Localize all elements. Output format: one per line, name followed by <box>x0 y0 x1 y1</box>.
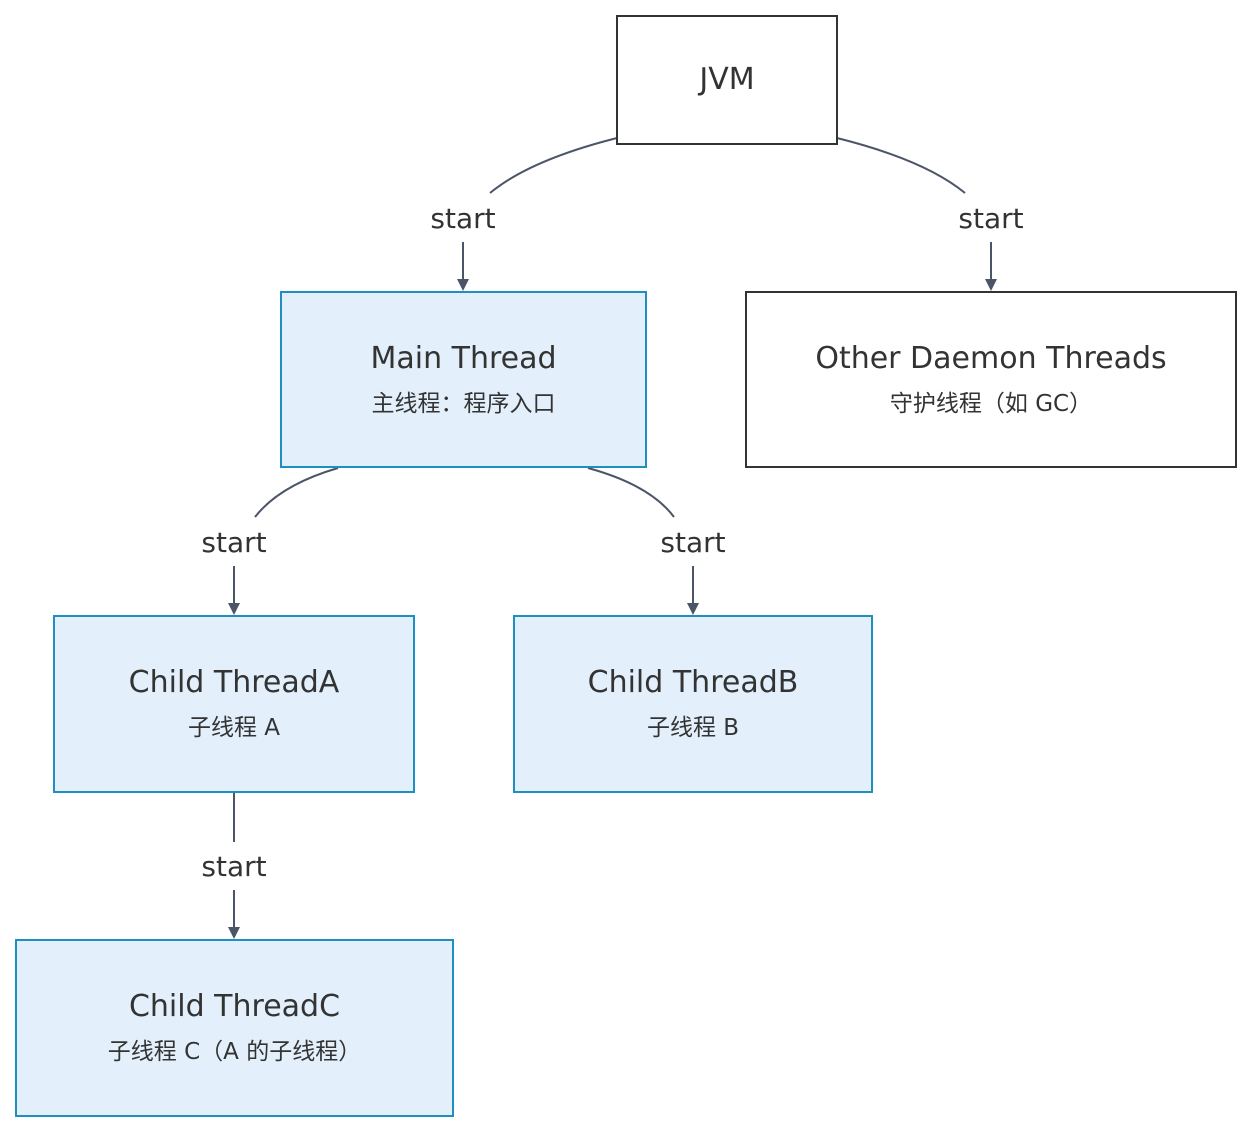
node-child-b-subtitle: 子线程 B <box>646 715 740 741</box>
edge-main-childa <box>254 467 339 518</box>
node-main-thread-subtitle: 主线程：程序入口 <box>371 390 556 417</box>
edge-label-childa-childc: start <box>197 850 271 884</box>
edge-label-main-childa: start <box>197 526 271 560</box>
edge-jvm-daemon <box>836 137 966 194</box>
node-main-thread: Main Thread 主线程：程序入口 <box>280 291 647 468</box>
edge-label-main-childb: start <box>656 526 730 560</box>
node-child-c-subtitle: 子线程 C（A 的子线程） <box>107 1039 362 1065</box>
node-other-daemon-threads: Other Daemon Threads 守护线程（如 GC） <box>745 291 1237 468</box>
node-child-thread-c: Child ThreadC 子线程 C（A 的子线程） <box>15 939 454 1117</box>
node-child-thread-a: Child ThreadA 子线程 A <box>53 615 415 793</box>
node-child-thread-b: Child ThreadB 子线程 B <box>513 615 873 793</box>
edge-jvm-main <box>489 137 618 194</box>
edge-label-jvm-main: start <box>426 202 500 236</box>
node-child-c-title: Child ThreadC <box>128 989 341 1024</box>
node-daemon-title: Other Daemon Threads <box>815 340 1167 376</box>
node-daemon-subtitle: 守护线程（如 GC） <box>889 390 1093 417</box>
node-jvm: JVM <box>616 15 838 145</box>
node-child-b-title: Child ThreadB <box>587 665 799 700</box>
node-child-a-title: Child ThreadA <box>128 665 340 700</box>
edge-label-jvm-daemon: start <box>954 202 1028 236</box>
node-child-a-subtitle: 子线程 A <box>187 715 281 741</box>
node-main-thread-title: Main Thread <box>370 340 557 376</box>
node-jvm-title: JVM <box>699 62 755 97</box>
edge-main-childb <box>587 467 675 518</box>
